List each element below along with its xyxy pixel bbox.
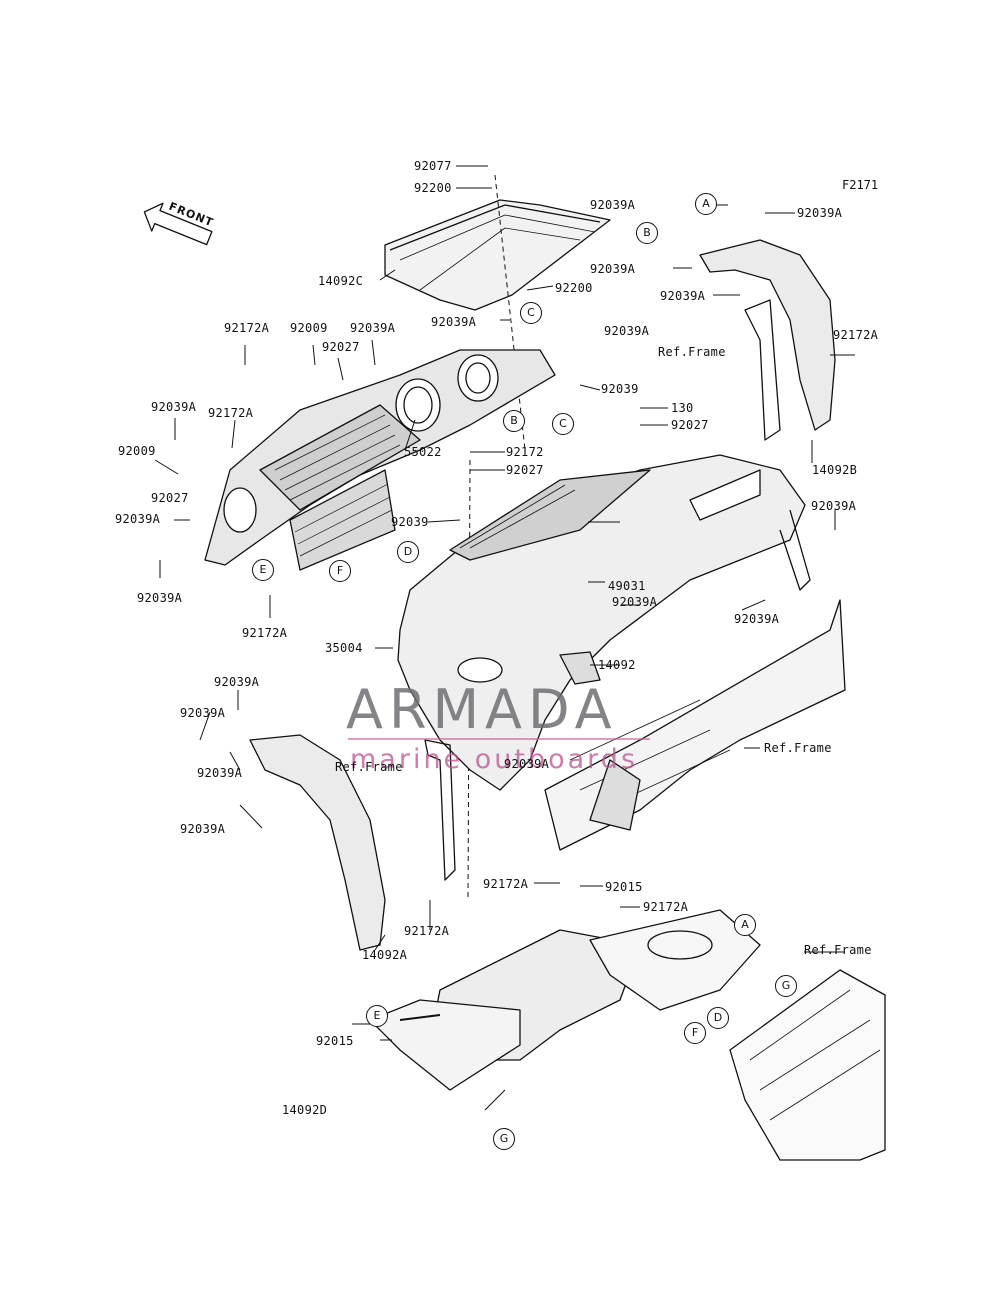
part-label: 92039A [590, 262, 636, 276]
part-label: 92039 [391, 515, 429, 529]
part-label: 92172A [242, 626, 288, 640]
frame-section-right [544, 599, 846, 851]
callout-b: B [503, 410, 525, 432]
part-label: 92039A [504, 757, 550, 771]
ref-frame-label: Ref.Frame [658, 345, 726, 359]
callout-c: C [520, 302, 542, 324]
part-label: 14092B [812, 463, 858, 477]
part-label: 92172A [643, 900, 689, 914]
part-label: 92039A [214, 675, 260, 689]
part-label: 92172A [833, 328, 879, 342]
part-label: 92039A [180, 822, 226, 836]
leader-lines [154, 165, 855, 1111]
callout-b: B [636, 222, 658, 244]
part-label: 92039A [797, 206, 843, 220]
part-label: 92039A [197, 766, 243, 780]
part-label: 130 [671, 401, 694, 415]
part-label: 14092A [362, 948, 408, 962]
part-label: 92027 [671, 418, 709, 432]
part-label: 35004 [325, 641, 363, 655]
front-arrow [143, 202, 213, 246]
callout-d: D [707, 1007, 729, 1029]
part-label: 14092D [282, 1103, 328, 1117]
visor-cover-14092c [384, 199, 611, 311]
watermark-title: ARMADA [346, 678, 618, 741]
part-label: 92015 [605, 880, 643, 894]
part-label: 92009 [290, 321, 328, 335]
ref-frame-label: Ref.Frame [335, 760, 403, 774]
part-label: 92172A [483, 877, 529, 891]
part-label: 92172A [404, 924, 450, 938]
frame-post-left [424, 739, 456, 881]
callout-c: C [552, 413, 574, 435]
dashboard-panel-55022 [204, 349, 556, 571]
callout-a: A [734, 914, 756, 936]
callout-f: F [329, 560, 351, 582]
fender-14092b [699, 239, 836, 441]
part-label: 92027 [506, 463, 544, 477]
callout-g: G [493, 1128, 515, 1150]
part-label: 14092C [318, 274, 364, 288]
callout-d: D [397, 541, 419, 563]
part-label: 92039A [590, 198, 636, 212]
part-label: 92077 [414, 159, 452, 173]
part-label: 92172A [224, 321, 270, 335]
floor-cover-14092d [369, 909, 761, 1091]
part-label: 92039A [137, 591, 183, 605]
part-label: 92039A [734, 612, 780, 626]
callout-g: G [775, 975, 797, 997]
part-label: 92172 [506, 445, 544, 459]
part-label: 92039A [151, 400, 197, 414]
part-label: 92027 [151, 491, 189, 505]
part-label: 92039A [612, 595, 658, 609]
part-label: 55022 [404, 445, 442, 459]
part-label: 92015 [316, 1034, 354, 1048]
front-cover-35004 [397, 454, 811, 791]
part-label: 92039A [604, 324, 650, 338]
part-label: 92039A [350, 321, 396, 335]
watermark-divider [348, 738, 650, 740]
part-label: 92027 [322, 340, 360, 354]
callout-a: A [695, 193, 717, 215]
part-label: 92172A [208, 406, 254, 420]
callout-e: E [252, 559, 274, 581]
watermark-subtitle: marine outboards [350, 744, 639, 775]
frame-section-bottom-right [729, 969, 886, 1161]
part-label: 92009 [118, 444, 156, 458]
part-label: 92039A [431, 315, 477, 329]
part-label: 14092 [598, 658, 636, 672]
part-label: 92200 [555, 281, 593, 295]
part-label: 92039 [601, 382, 639, 396]
part-label: 49031 [608, 579, 646, 593]
part-label: 92039A [115, 512, 161, 526]
callout-f: F [684, 1022, 706, 1044]
ref-frame-label: Ref.Frame [764, 741, 832, 755]
fender-14092a [249, 734, 386, 951]
part-label: 92039A [180, 706, 226, 720]
callout-e: E [366, 1005, 388, 1027]
ref-frame-label: Ref.Frame [804, 943, 872, 957]
part-label: 92200 [414, 181, 452, 195]
figure-code: F2171 [842, 178, 879, 192]
part-label: 92039A [811, 499, 857, 513]
part-label: 92039A [660, 289, 706, 303]
